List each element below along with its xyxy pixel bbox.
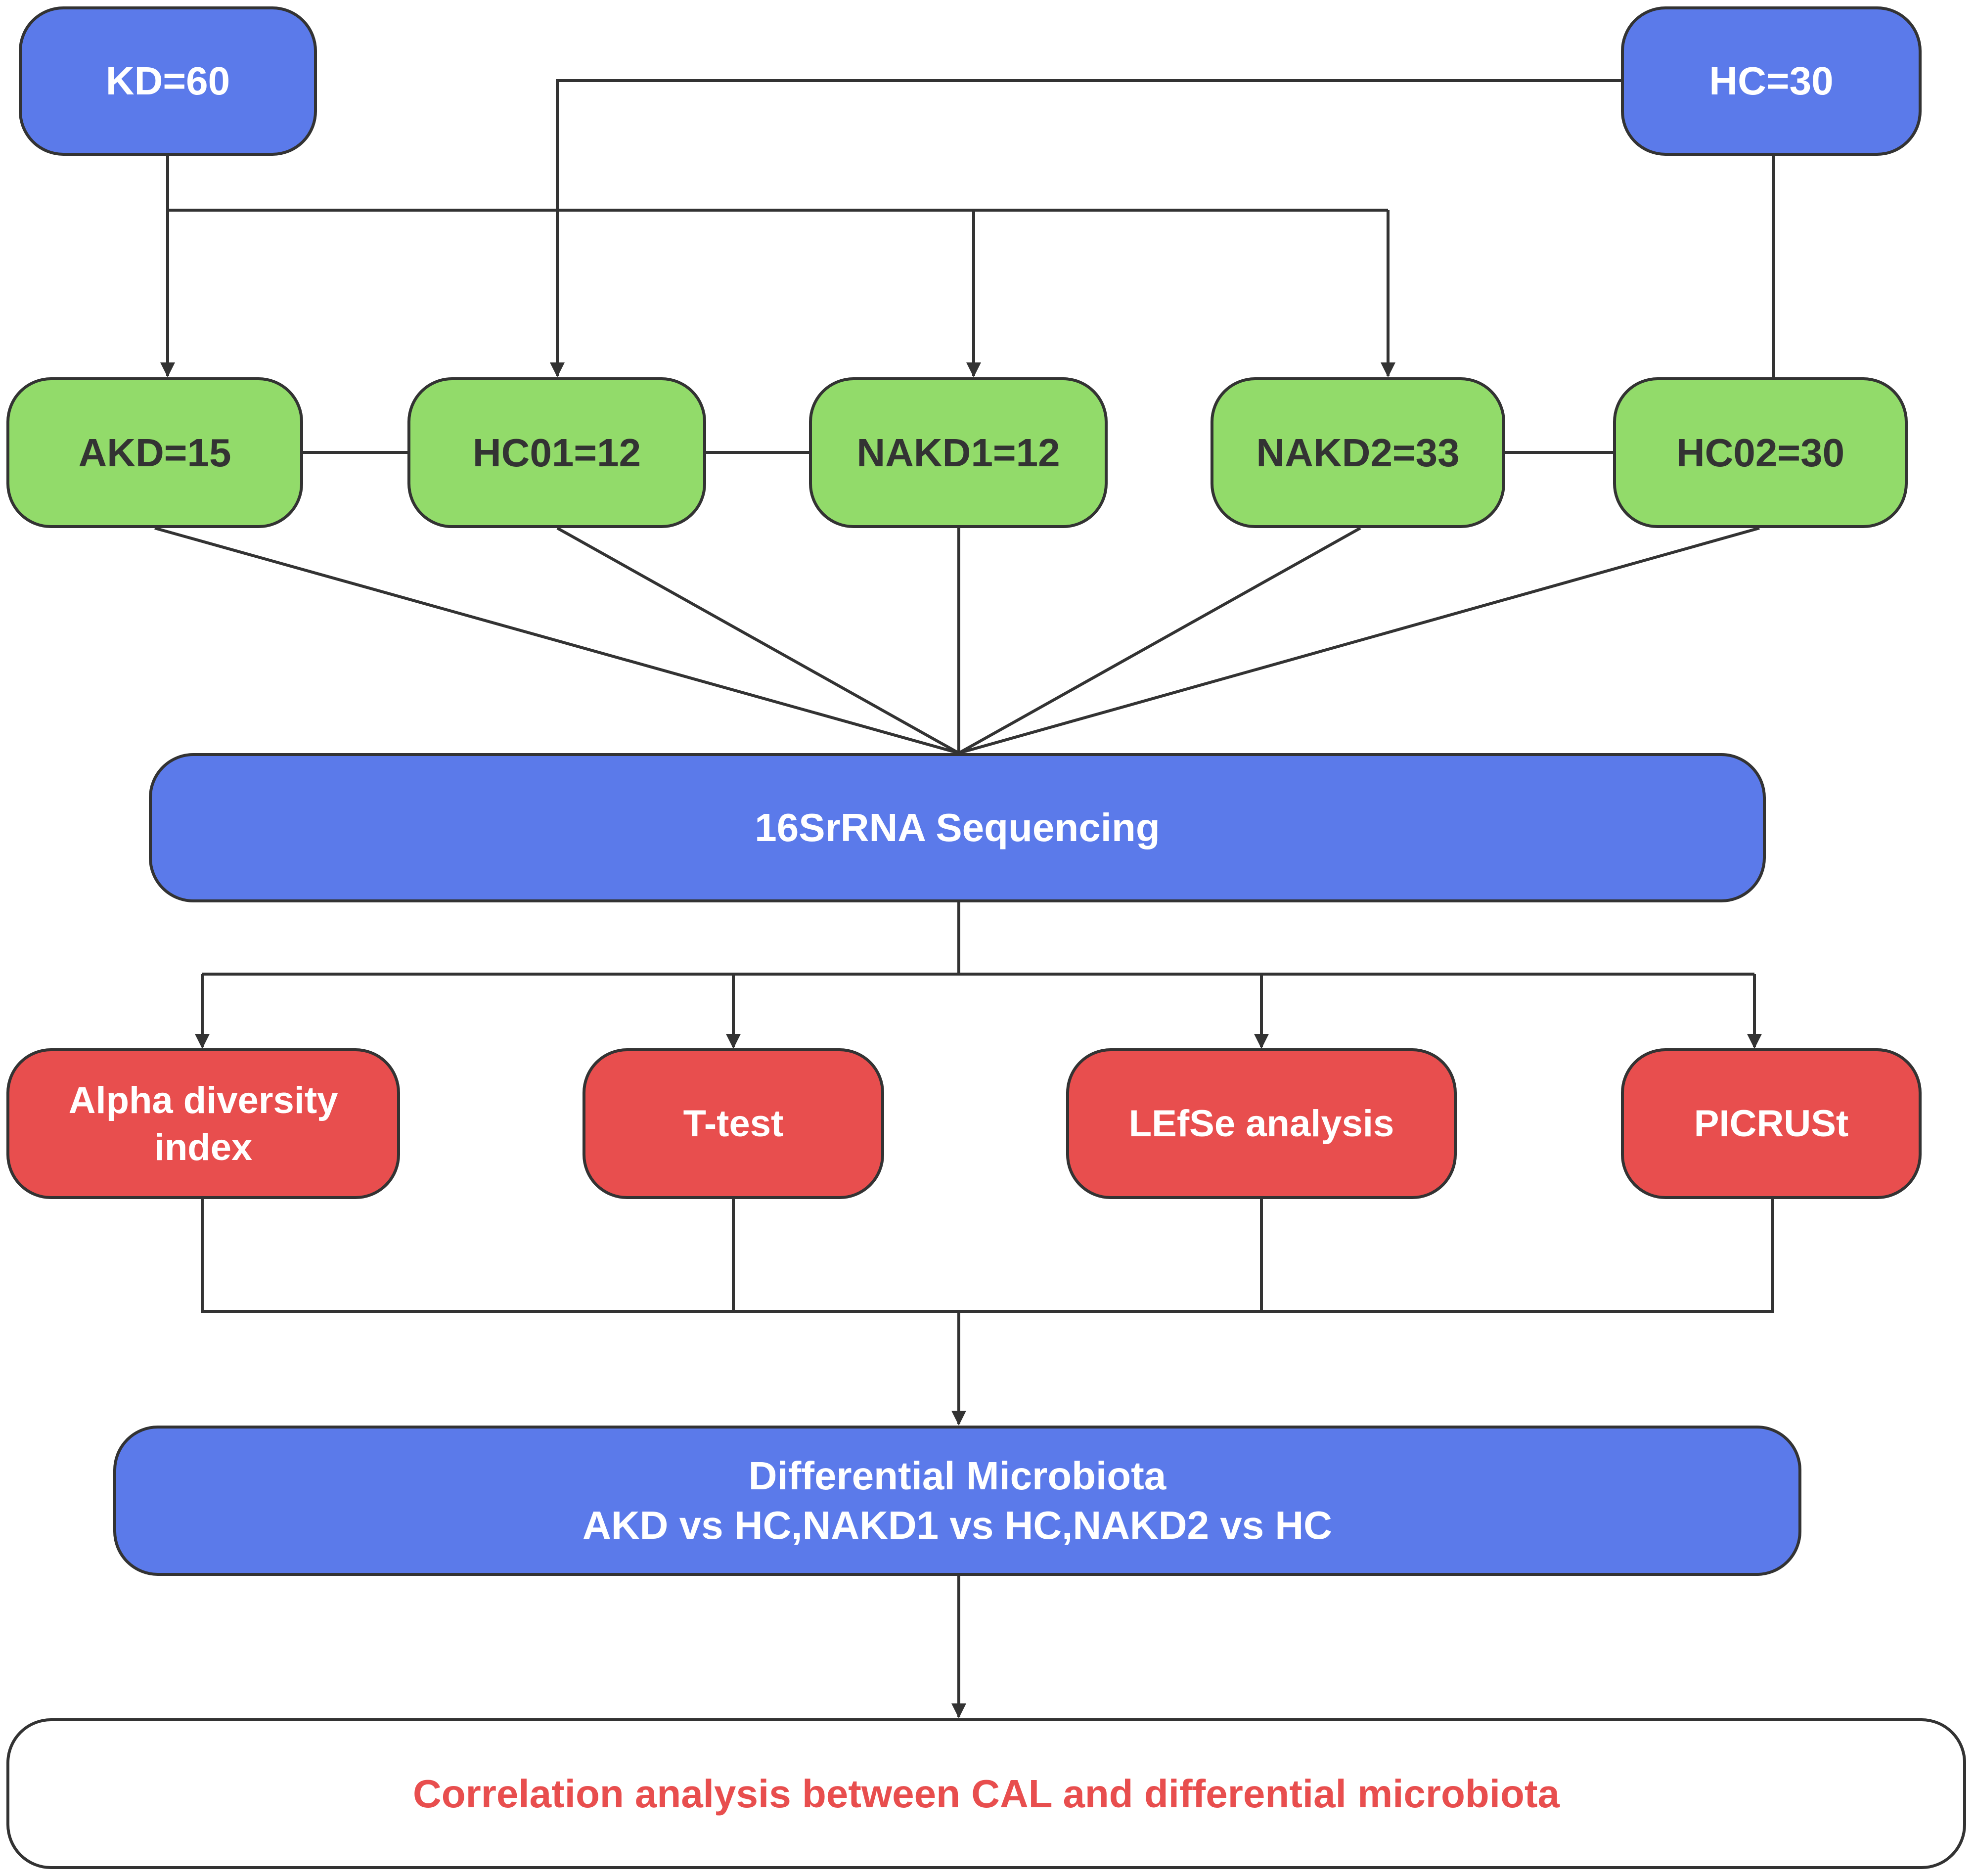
hc01-node: HC01=12 bbox=[407, 377, 706, 528]
differential-node: Differential Microbiota AKD vs HC,NAKD1 … bbox=[113, 1426, 1801, 1576]
nakd1-node: NAKD1=12 bbox=[809, 377, 1108, 528]
lefse-node: LEfSe analysis bbox=[1066, 1048, 1457, 1199]
kd-node: KD=60 bbox=[19, 6, 317, 156]
hc01-to-seq-line bbox=[556, 527, 960, 755]
nakd2-node: NAKD2=33 bbox=[1211, 377, 1505, 528]
hc-to-hc01-arrow bbox=[550, 79, 1621, 377]
kd-to-groups-line bbox=[166, 156, 1388, 212]
picrust-node: PICRUSt bbox=[1621, 1048, 1922, 1199]
alpha-diversity-node: Alpha diversity index bbox=[6, 1048, 400, 1199]
hc02-node: HC02=30 bbox=[1613, 377, 1908, 528]
analyses-merge-line bbox=[201, 1199, 1774, 1313]
ttest-node: T-test bbox=[583, 1048, 884, 1199]
akd-node: AKD=15 bbox=[6, 377, 303, 528]
nakd2-to-seq-line bbox=[958, 527, 1361, 755]
correlation-node: Correlation analysis between CAL and dif… bbox=[6, 1718, 1966, 1869]
hc02-to-seq-line bbox=[958, 527, 1760, 755]
sequencing-node: 16SrRNA Sequencing bbox=[149, 753, 1766, 902]
akd-to-seq-line bbox=[154, 527, 959, 755]
hc-node: HC=30 bbox=[1621, 6, 1922, 156]
